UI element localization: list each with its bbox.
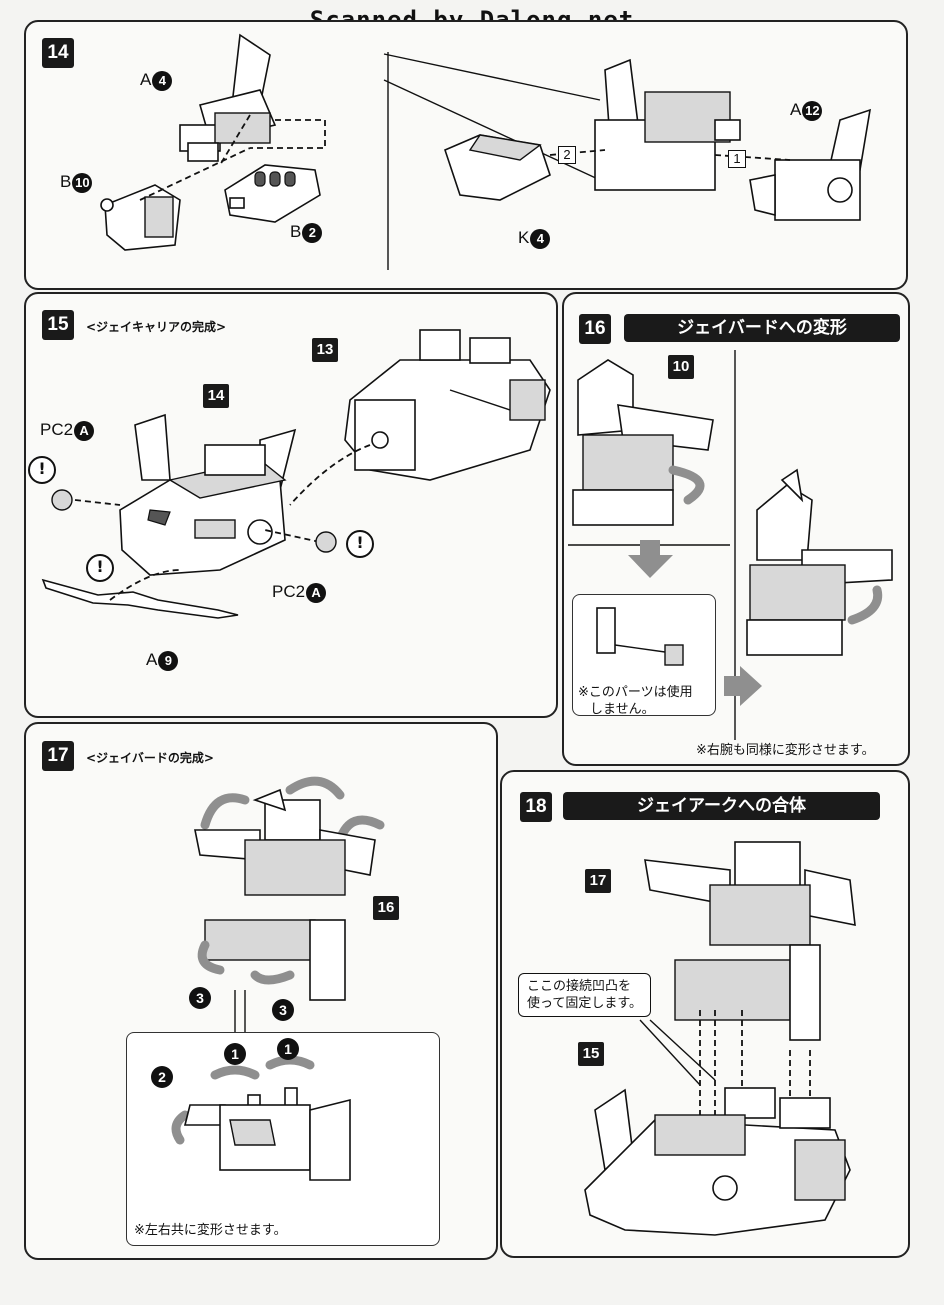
step-15-carrier-rear (344, 329, 551, 481)
step-17-marker-1-right: 1 (277, 1038, 299, 1060)
step-16-unused-note: ※このパーツは使用 しません。 (578, 685, 693, 717)
step-15-title: <ジェイキャリアの完成> (86, 320, 227, 334)
step-15-carrier-front (119, 413, 297, 576)
step-14-part-b2 (224, 164, 321, 223)
step-17-ref-16: 16 (373, 896, 399, 920)
step-17-callout-lines (234, 990, 246, 1032)
warning-icon: ! (346, 530, 374, 558)
step-16-unused-part-box (572, 594, 716, 716)
step-17-note: ※左右共に変形させます。 (134, 1223, 287, 1238)
warning-icon: ! (86, 554, 114, 582)
step-17-detail-part (171, 1055, 351, 1181)
step-17-marker-3-right: 3 (272, 999, 294, 1021)
step-15-number: 15 (42, 310, 74, 340)
step-18-callout: ここの接続凹凸を 使って固定します。 (518, 973, 652, 1017)
step-14-dashed-guides (139, 119, 326, 201)
step-15-guides (51, 444, 371, 601)
step-18-banner: ジェイアークへの合体 (563, 792, 880, 820)
step-16-down-arrow (628, 540, 673, 578)
step-18-ref-15: 15 (578, 1042, 604, 1066)
step-16-arm-after (746, 468, 893, 656)
step-17-marker-3-left: 3 (189, 987, 211, 1009)
step-16-right-arrow (724, 666, 762, 706)
step-14-wing-part (179, 33, 277, 166)
step-18-callout-leaders (639, 1019, 716, 1086)
step-16-arm-before (572, 359, 714, 526)
step-14-assembly-right (444, 58, 872, 221)
step-15-ref-14: 14 (203, 384, 229, 408)
step-17-marker-2: 2 (151, 1066, 173, 1088)
step-14-part-b10 (100, 184, 181, 251)
step-17-number: 17 (42, 741, 74, 771)
step-16-ref-10: 10 (668, 355, 694, 379)
order-marker-2: 2 (558, 146, 576, 164)
step-14-number: 14 (42, 38, 74, 68)
step-17-marker-1-left: 1 (224, 1043, 246, 1065)
step-18-number: 18 (520, 792, 552, 822)
step-16-footnote: ※右腕も同様に変形させます。 (696, 743, 875, 758)
step-18-jbird (644, 841, 856, 1041)
order-marker-1: 1 (728, 150, 746, 168)
step-15-part-a9 (41, 578, 239, 619)
step-18-ref-17: 17 (585, 869, 611, 893)
step-18-carrier (584, 1087, 851, 1236)
step-15-ref-13: 13 (312, 338, 338, 362)
step-16-unused-part (596, 607, 684, 666)
step-16-banner: ジェイバードへの変形 (624, 314, 900, 342)
step-17-title: <ジェイバードの完成> (86, 751, 214, 765)
warning-icon: ! (28, 456, 56, 484)
step-17-jbird (194, 776, 385, 1001)
step-16-number: 16 (579, 314, 611, 344)
